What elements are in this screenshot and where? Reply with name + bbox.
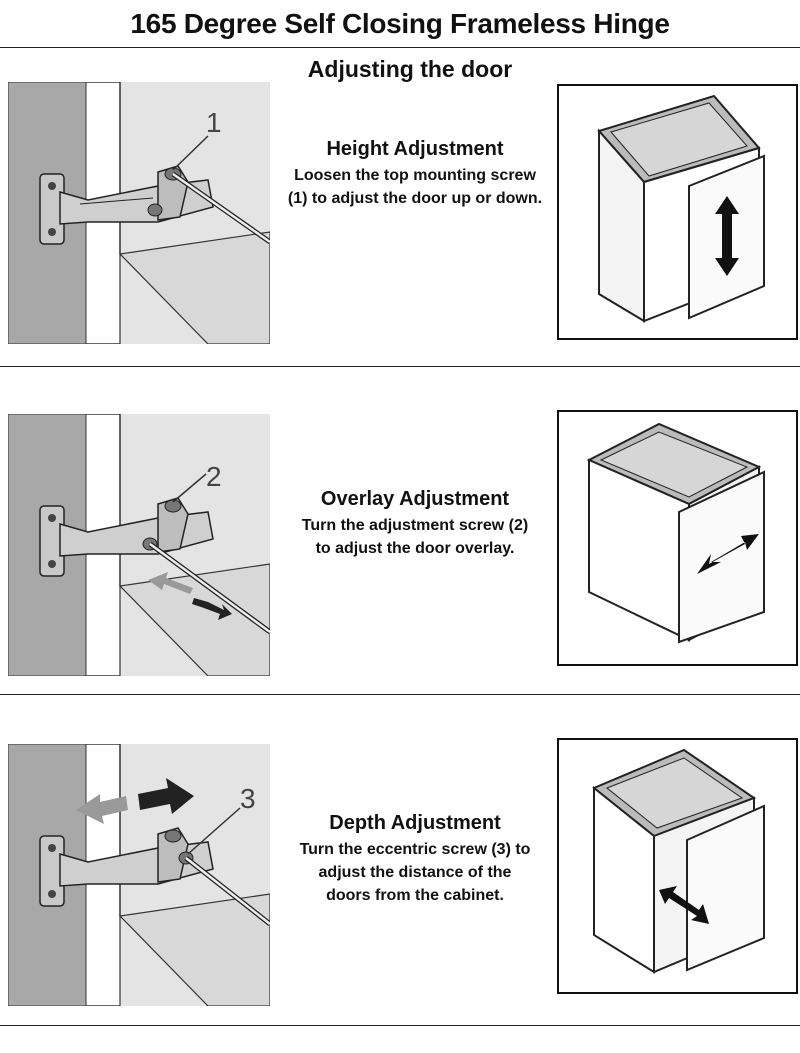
cabinet-illustration-1: [557, 84, 798, 340]
overlay-heading: Overlay Adjustment: [320, 488, 510, 510]
overlay-text-block: Overlay Adjustment Turn the adjustment s…: [270, 488, 560, 560]
depth-line-3: doors from the cabinet.: [326, 887, 504, 904]
height-text-block: Height Adjustment Loosen the top mountin…: [270, 138, 560, 210]
section-divider-1: [0, 366, 800, 367]
height-line-1: Loosen the top mounting screw: [294, 167, 536, 184]
callout-number-3: 3: [240, 783, 256, 814]
overlay-line-1: Turn the adjustment screw (2): [301, 517, 529, 534]
callout-number-2: 2: [206, 461, 222, 492]
depth-text-block: Depth Adjustment Turn the eccentric scre…: [270, 812, 560, 907]
cabinet-illustration-3: [557, 738, 798, 994]
bottom-divider: [0, 1025, 800, 1026]
height-heading: Height Adjustment: [326, 138, 504, 160]
height-line-2: (1) to adjust the door up or down.: [287, 190, 543, 207]
title-divider: [0, 47, 800, 48]
depth-adjustment-section: 3 Depth Adjustment Turn the eccentric sc…: [0, 738, 800, 1008]
page-title: 165 Degree Self Closing Frameless Hinge: [130, 8, 670, 39]
section-divider-2: [0, 694, 800, 695]
overlay-line-2: to adjust the door overlay.: [315, 540, 515, 557]
diagonal-double-arrow-icon: [697, 534, 759, 574]
vertical-double-arrow-icon: [715, 196, 739, 276]
depth-double-arrow-icon: [659, 886, 709, 924]
height-adjustment-section: 1 Height Adjustment Loosen the top mount…: [0, 82, 800, 352]
hinge-illustration-2: 2: [8, 414, 270, 676]
callout-number-1: 1: [206, 107, 222, 138]
depth-heading: Depth Adjustment: [329, 812, 501, 834]
hinge-illustration-1: 1: [8, 82, 270, 344]
overlay-adjustment-section: 2 Overlay Adjustment Turn the adjustment…: [0, 410, 800, 680]
hinge-illustration-3: 3: [8, 744, 270, 1006]
cabinet-illustration-2: [557, 410, 798, 666]
depth-line-2: adjust the distance of the: [318, 864, 512, 881]
page-subtitle: Adjusting the door: [307, 56, 513, 82]
depth-line-1: Turn the eccentric screw (3) to: [299, 841, 531, 858]
